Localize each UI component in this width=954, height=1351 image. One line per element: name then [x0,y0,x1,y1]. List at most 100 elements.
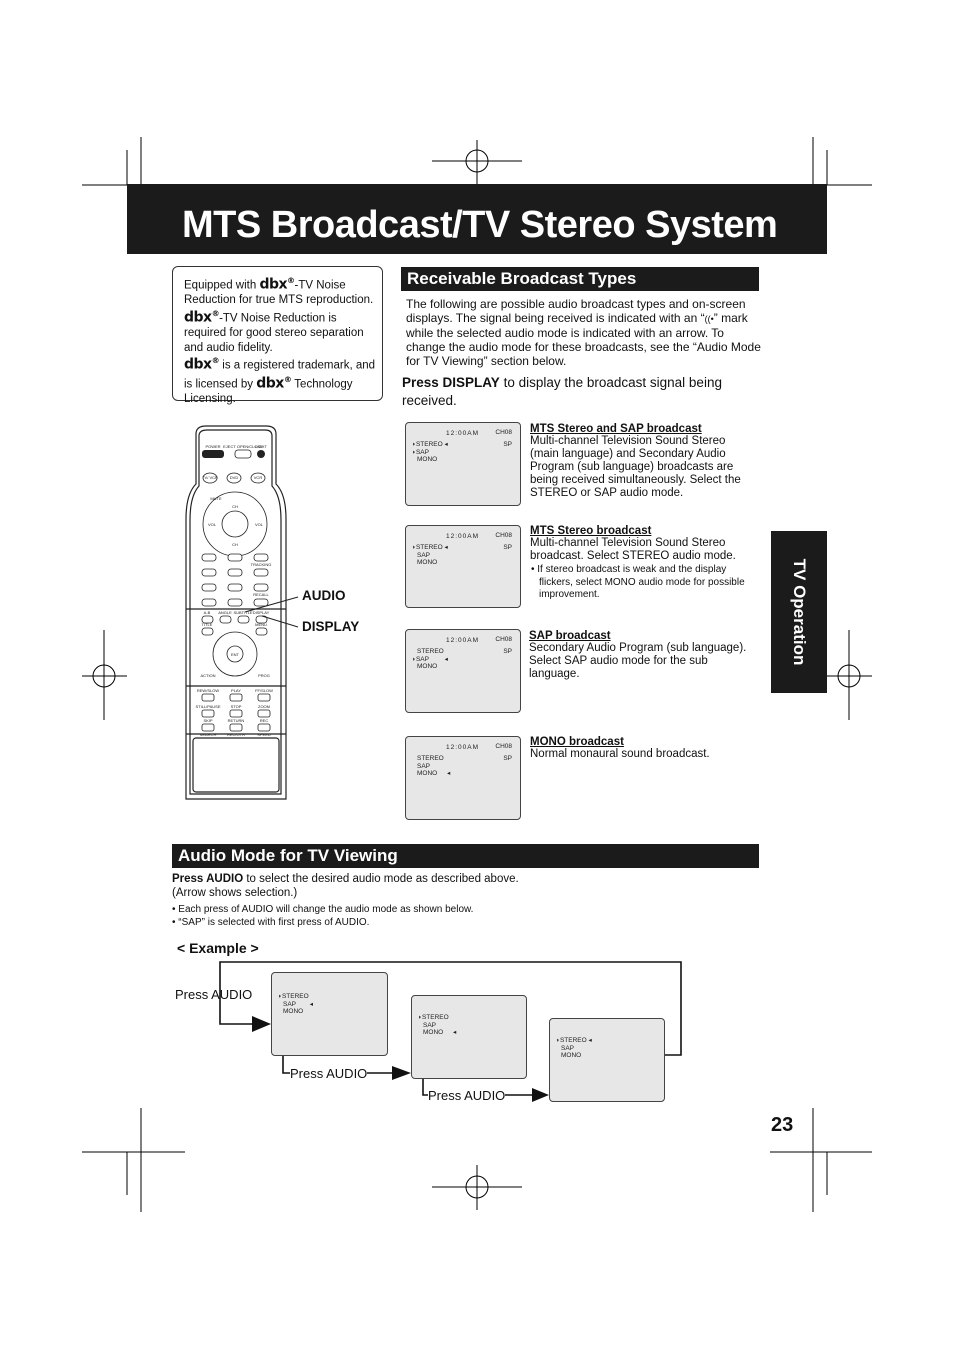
mode-sap: SAP [415,448,429,456]
remote-label-ab: A-B [204,610,211,615]
remote-label-tvvcr: TV/ VCR [202,475,218,480]
mode-stereo: STEREO [415,544,443,551]
mode-stereo: STEREO [415,441,443,448]
signal-indicator-icon: ◗ [412,544,416,551]
screen-speed: SP [503,755,512,762]
mode-mono: MONO [417,456,438,463]
remote-label-vol-right: VOL [255,522,264,527]
remote-label-menu: MENU [255,622,267,627]
audio-mode-bullets: • Each press of AUDIO will change the au… [172,904,732,929]
remote-label-recotr: REC/OTR [227,732,245,737]
dbx-note-paragraph-1: Equipped with dbx®-TV Noise Reduction fo… [184,275,376,355]
remote-label-eject: EJECT OPEN/CLOSE [223,444,263,449]
remote-label-rew: REW/SLOW [197,688,219,693]
selection-arrow-icon: ◂ [453,1029,457,1036]
remote-label-skip: SKIP [203,718,212,723]
mode-stereo: STEREO [559,1037,587,1044]
remote-label-subtitle: SUBTITLE [233,610,252,615]
remote-label-play: PLAY [231,688,241,693]
press-audio-label-2: Press AUDIO [290,1066,368,1081]
screen-speed: SP [503,441,512,448]
mode-mono: MONO [283,1008,304,1015]
bullet-1: • Each press of AUDIO will change the au… [172,904,474,915]
remote-label-title: TITLE [202,622,213,627]
side-tab: TV Operation [771,531,827,693]
dbx-text: -TV Noise Reduction is required for good… [184,312,364,354]
selection-arrow-icon: ◂ [444,441,448,448]
press-audio-label-1: Press AUDIO [175,987,253,1002]
dbx-text: Technology Licensing. [184,378,353,405]
remote-label-vcr: VCR [254,475,263,480]
screen-channel: CH08 [495,532,512,539]
mode-sap: SAP [561,1044,575,1052]
remote-label-action: ACTION [200,673,215,678]
signal-indicator-icon: ◗ [418,1014,422,1021]
broadcast-title: MTS Stereo and SAP broadcast [530,423,702,435]
example-screen-3: ◗STEREO ◂ SAP MONO [549,1018,665,1102]
flow-arrow-icon [392,1066,411,1080]
mode-sap: SAP [417,762,431,770]
broadcast-title: SAP broadcast [529,630,611,642]
remote-label-search: SEARCH [200,732,217,737]
remote-label-rec: REC [260,718,269,723]
broadcast-title: MONO broadcast [530,736,624,748]
signal-indicator-icon: ◗ [412,441,416,448]
mode-mono: MONO [417,663,438,670]
broadcast-note: • If stereo broadcast is weak and the di… [531,564,745,600]
mode-stereo: STEREO [421,1014,449,1021]
selection-arrow-icon: ◂ [588,1037,592,1044]
remote-label-mute: MUTE [210,496,222,501]
remote-label-prog: PROG [258,673,270,678]
screen-clock: 12:00AM [446,430,480,437]
dbx-logo-icon: dbx® [259,276,295,293]
press-audio-label-3: Press AUDIO [428,1088,506,1103]
remote-label-stop: STOP [231,704,242,709]
mode-stereo: STEREO [281,993,309,1000]
mode-sap: SAP [415,655,429,663]
remote-control-illustration: POWER EJECT OPEN/CLOSE LIGHT TV/ VCR DVD… [185,425,287,800]
mode-stereo: STEREO [417,755,444,762]
title-bar: MTS Broadcast/TV Stereo System [127,184,827,254]
screen-clock: 12:00AM [446,637,480,644]
tv-screen-sap: 12:00AM CH08 SP STEREO ◗SAP ◂ MONO [405,629,521,713]
dbx-text: Equipped with [184,279,260,292]
dbx-text: is a registered trademark, and is licens… [184,359,376,391]
mode-mono: MONO [417,770,438,777]
example-label: < Example > [177,940,259,956]
broadcast-title: MTS Stereo broadcast [530,525,652,537]
audio-callout-label: AUDIO [302,588,346,603]
signal-mark-icon: ((• [704,314,714,324]
dbx-note-box: Equipped with dbx®-TV Noise Reduction fo… [172,266,383,405]
remote-label-dvd: DVD [230,475,239,480]
receivable-intro: The following are possible audio broadca… [406,297,761,368]
signal-indicator-icon: ◗ [556,1037,560,1044]
tv-screen-mono: 12:00AM CH08 SP STEREO SAP MONO ◂ [405,736,521,820]
dbx-text: -TV Noise Reduction for true MTS reprodu… [184,279,374,307]
page-number: 23 [771,1114,794,1136]
broadcast-body: Multi-channel Television Sound Stereo br… [530,537,736,562]
remote-label-power: POWER [205,444,220,449]
remote-label-recall: RECALL [253,592,269,597]
remote-label-light: LIGHT [255,444,267,449]
screen-speed: SP [503,648,512,655]
mode-mono: MONO [561,1052,582,1059]
remote-label-display: DISPLAY [253,610,270,615]
dbx-note-paragraph-2: dbx® is a registered trademark, and is l… [184,355,376,406]
remote-label-speed: SPEED [257,732,271,737]
mode-sap: SAP [417,551,431,559]
mode-mono: MONO [417,559,438,566]
signal-indicator-icon: ◗ [412,655,416,663]
selection-arrow-icon: ◂ [444,544,448,551]
remote-label-zoom: ZOOM [258,704,270,709]
mode-mono: MONO [423,1029,444,1036]
remote-label-tracking: TRACKING [251,562,272,567]
broadcast-desc-3: SAP broadcast Secondary Audio Program (s… [529,630,751,681]
broadcast-desc-2: MTS Stereo broadcast Multi-channel Telev… [530,525,752,602]
page-title: MTS Broadcast/TV Stereo System [182,204,778,246]
remote-label-return: RETURN [228,718,245,723]
tv-screen-mts-stereo: 12:00AM CH08 SP ◗STEREO ◂ SAP MONO [405,525,521,608]
flow-arrow-icon [252,1016,271,1032]
